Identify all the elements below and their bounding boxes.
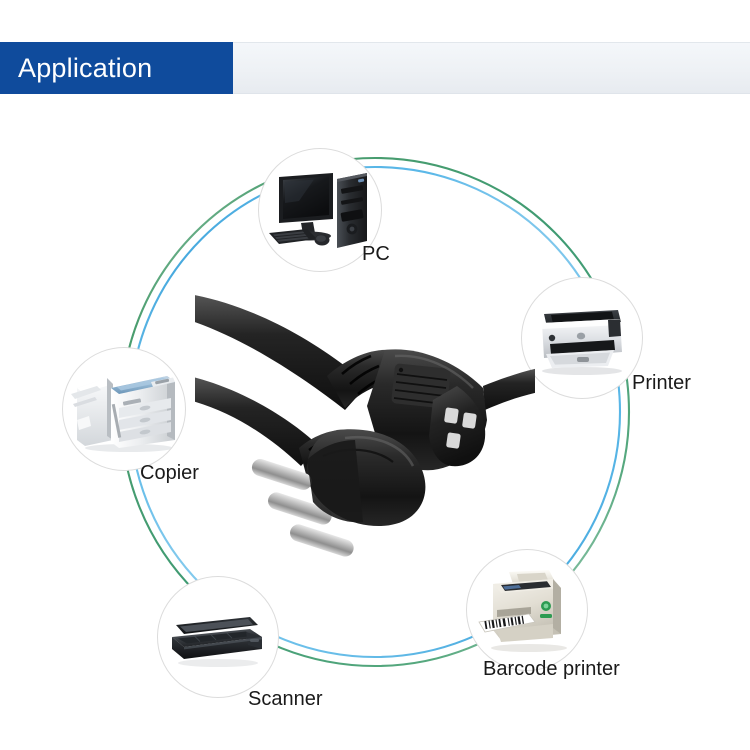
node-bubble-printer[interactable] xyxy=(521,277,643,399)
node-label-copier: Copier xyxy=(140,462,199,484)
desktop-computer-icon xyxy=(259,149,381,271)
cable-upper xyxy=(195,295,363,410)
cable-lower xyxy=(195,377,319,466)
node-label-scanner: Scanner xyxy=(248,688,323,710)
page-header: Application xyxy=(0,42,750,94)
node-bubble-copier[interactable] xyxy=(62,347,186,471)
flatbed-scanner-icon xyxy=(158,577,278,697)
three-pin-plug xyxy=(251,429,426,557)
office-copier-icon xyxy=(63,348,185,470)
node-bubble-scanner[interactable] xyxy=(157,576,279,698)
plug-pins xyxy=(251,459,354,557)
header-accent-bar: Application xyxy=(0,42,233,94)
cable-right-stub xyxy=(483,368,535,410)
node-bubble-pc[interactable] xyxy=(258,148,382,272)
barcode-label-printer-icon xyxy=(467,550,587,670)
laser-printer-icon xyxy=(522,278,642,398)
node-bubble-barcode-printer[interactable] xyxy=(466,549,588,671)
page-title: Application xyxy=(18,52,153,83)
node-label-pc: PC xyxy=(362,243,390,265)
iec-c13-connector xyxy=(367,349,487,471)
node-label-printer: Printer xyxy=(632,372,691,394)
node-label-barcode-printer: Barcode printer xyxy=(483,658,620,680)
header-gray-bar xyxy=(232,42,750,94)
power-cord-illustration xyxy=(195,295,535,557)
